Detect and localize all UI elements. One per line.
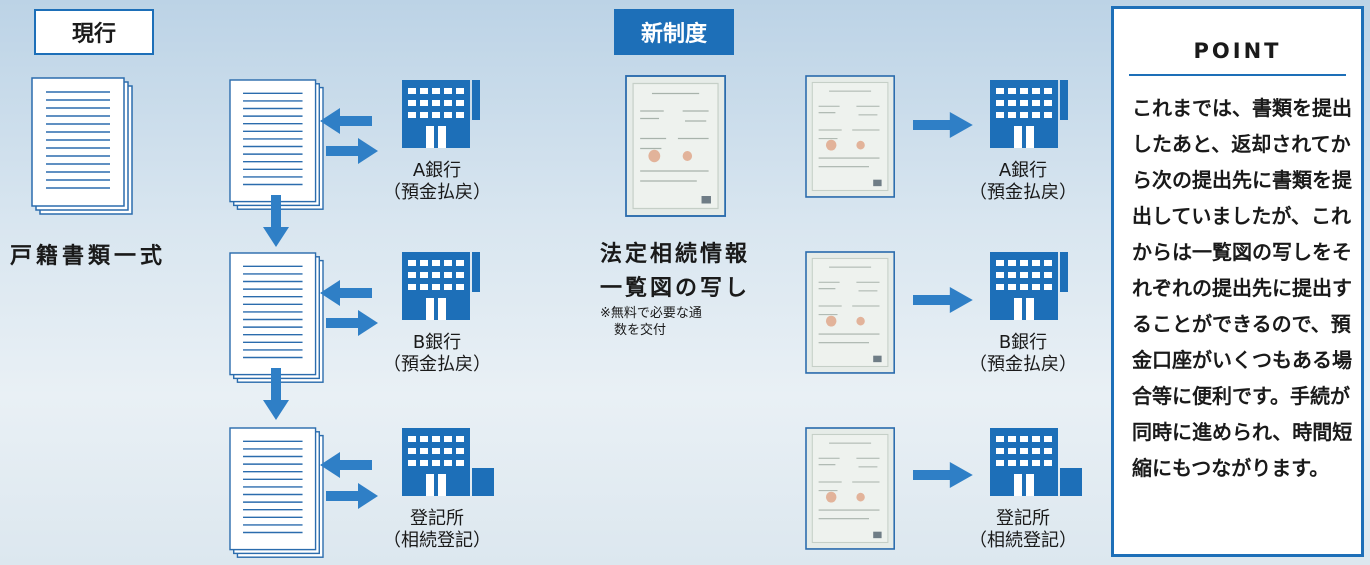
document-stack-icon bbox=[230, 80, 323, 209]
bank-b-name: B銀行 bbox=[412, 332, 462, 353]
free-issuance-note-line1: ※無料で必要な通 bbox=[600, 306, 702, 321]
bank-b-name: B銀行 bbox=[998, 332, 1048, 353]
certificate-label-line2: 一覧図の写し bbox=[600, 276, 751, 301]
arrow-left-icon bbox=[320, 280, 372, 306]
bank-a-purpose: （預金払戻） bbox=[383, 182, 491, 203]
family-register-label: 戸籍書類一式 bbox=[10, 244, 167, 269]
bank-building-icon bbox=[402, 252, 480, 320]
arrow-right-icon bbox=[326, 310, 378, 336]
certificate-copy-icon bbox=[805, 75, 896, 198]
bank-a-label: A銀行 （預金払戻） bbox=[958, 160, 1088, 204]
registry-office-purpose: （相続登記） bbox=[969, 530, 1077, 551]
bank-a-purpose: （預金払戻） bbox=[969, 182, 1077, 203]
bank-building-icon bbox=[990, 80, 1068, 148]
registry-office-icon bbox=[402, 428, 494, 496]
bank-building-icon bbox=[402, 80, 480, 148]
certificate-label-line1: 法定相続情報 bbox=[600, 242, 751, 267]
arrow-right-icon bbox=[913, 287, 973, 313]
point-divider bbox=[1129, 74, 1346, 76]
arrow-right-icon bbox=[326, 138, 378, 164]
registry-office-purpose: （相続登記） bbox=[383, 530, 491, 551]
arrow-left-icon bbox=[320, 108, 372, 134]
free-issuance-note-line2: 数を交付 bbox=[614, 323, 667, 338]
registry-office-icon bbox=[990, 428, 1082, 496]
certificate-copy-icon bbox=[805, 251, 896, 374]
bank-building-icon bbox=[990, 252, 1068, 320]
certificate-copy-icon bbox=[805, 427, 896, 550]
point-title: POINT bbox=[1193, 39, 1282, 63]
arrow-right-icon bbox=[913, 112, 973, 138]
arrow-left-icon bbox=[320, 452, 372, 478]
bank-b-label: B銀行 （預金払戻） bbox=[372, 332, 502, 376]
bank-a-label: A銀行 （預金払戻） bbox=[372, 160, 502, 204]
new-system-tag: 新制度 bbox=[614, 9, 734, 55]
arrow-right-icon bbox=[913, 462, 973, 488]
registry-office-label: 登記所 （相続登記） bbox=[958, 508, 1088, 552]
point-description: これまでは、書類を提出したあと、返却されてから次の提出先に書類を提出していました… bbox=[1132, 96, 1353, 480]
current-system-tag: 現行 bbox=[34, 9, 154, 55]
bank-a-name: A銀行 bbox=[998, 160, 1048, 181]
document-stack-icon bbox=[230, 253, 323, 382]
inheritance-certificate-icon bbox=[625, 75, 727, 217]
bank-b-label: B銀行 （預金払戻） bbox=[958, 332, 1088, 376]
bank-b-purpose: （預金払戻） bbox=[969, 354, 1077, 375]
bank-b-purpose: （預金払戻） bbox=[383, 354, 491, 375]
registry-office-label: 登記所 （相続登記） bbox=[372, 508, 502, 552]
point-box: POINT これまでは、書類を提出したあと、返却されてから次の提出先に書類を提出… bbox=[1111, 6, 1364, 557]
bank-a-name: A銀行 bbox=[412, 160, 462, 181]
family-register-documents-icon bbox=[32, 78, 132, 214]
registry-office-name: 登記所 bbox=[996, 508, 1050, 529]
arrow-right-icon bbox=[326, 483, 378, 509]
document-stack-icon bbox=[230, 428, 323, 557]
registry-office-name: 登記所 bbox=[410, 508, 464, 529]
